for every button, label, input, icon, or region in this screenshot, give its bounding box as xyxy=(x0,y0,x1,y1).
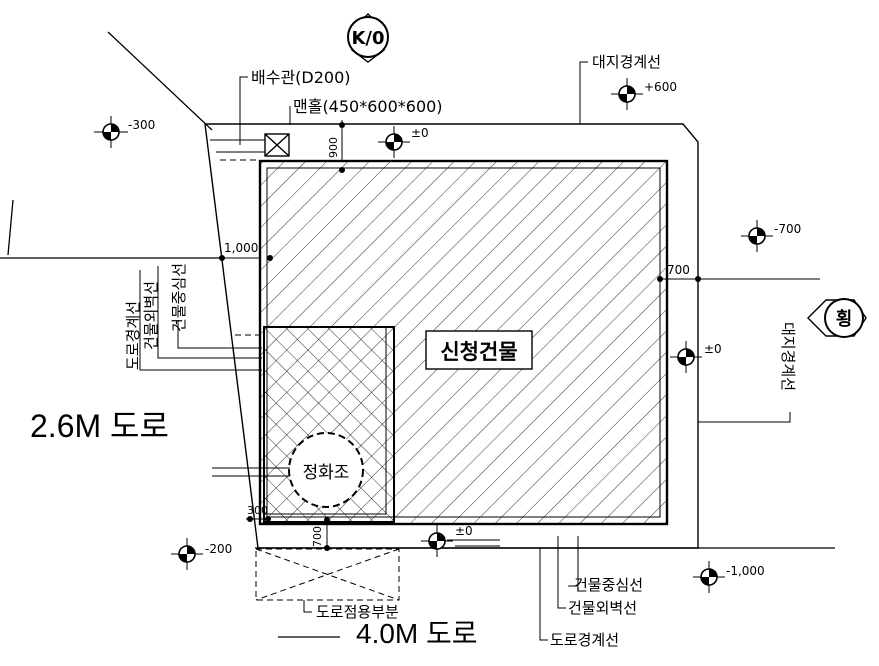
site-boundary-right-label: 대지경계선 xyxy=(779,322,797,391)
level-value: ±0 xyxy=(455,524,473,538)
manhole-label: 맨홀(450*600*600) xyxy=(293,97,443,116)
level-value: -700 xyxy=(774,222,801,236)
dimension-markers xyxy=(219,122,701,551)
level-marker-bottom-left: -200 xyxy=(171,538,232,570)
side-symbol-label: 횡 xyxy=(836,309,853,330)
leader-lines xyxy=(139,61,820,641)
bldg-center-label-v: 건물중심선 xyxy=(170,263,188,332)
level-value: -300 xyxy=(128,118,155,132)
bldg-outer-wall-label-h: 건물외벽선 xyxy=(568,599,637,617)
building-label: 신청건물 xyxy=(440,340,517,364)
dim-300: 300 xyxy=(247,504,268,517)
septic-label: 정화조 xyxy=(303,463,350,483)
level-value: +600 xyxy=(644,80,677,94)
level-marker-top-center: ±0 xyxy=(378,126,429,158)
drain-pipe-label: 배수관(D200) xyxy=(251,68,351,87)
level-marker-right-mid: ±0 xyxy=(670,341,722,373)
bldg-center-label-h: 건물중심선 xyxy=(574,576,643,594)
level-value: ±0 xyxy=(411,126,429,140)
dim-1000: 1,000 xyxy=(224,241,258,255)
north-symbol: K/0 xyxy=(347,13,389,63)
dim-700-bottom: 700 xyxy=(311,526,324,547)
level-marker-right-upper: -700 xyxy=(741,220,801,252)
level-marker-bottom-center: ±0 xyxy=(421,524,473,557)
road-boundary-label-h: 도로경계선 xyxy=(550,631,619,649)
manhole xyxy=(264,133,290,157)
bldg-outer-wall-label-v: 건물외벽선 xyxy=(142,281,160,350)
level-marker-top-left: -300 xyxy=(94,116,155,148)
septic-tank xyxy=(288,432,364,508)
road-boundary-label-v: 도로경계선 xyxy=(124,301,142,370)
level-marker-top-right: +600 xyxy=(611,78,677,110)
level-value: -200 xyxy=(205,542,232,556)
north-symbol-label: K/0 xyxy=(351,28,384,49)
road-bottom-label: 4.0M 도로 xyxy=(356,618,478,649)
road-occupancy-label: 도로점용부분 xyxy=(316,603,399,621)
site-boundary-top-label: 대지경계선 xyxy=(592,53,661,71)
level-value: ±0 xyxy=(704,342,722,356)
side-symbol: 횡 xyxy=(807,298,867,338)
level-marker-bottom-right: -1,000 xyxy=(693,561,765,593)
level-value: -1,000 xyxy=(726,564,765,578)
dim-700-right: 700 xyxy=(667,263,690,277)
building-label-box xyxy=(425,330,533,370)
dim-900: 900 xyxy=(327,137,340,158)
site-boundary xyxy=(204,123,699,549)
road-left-label: 2.6M 도로 xyxy=(30,408,169,444)
